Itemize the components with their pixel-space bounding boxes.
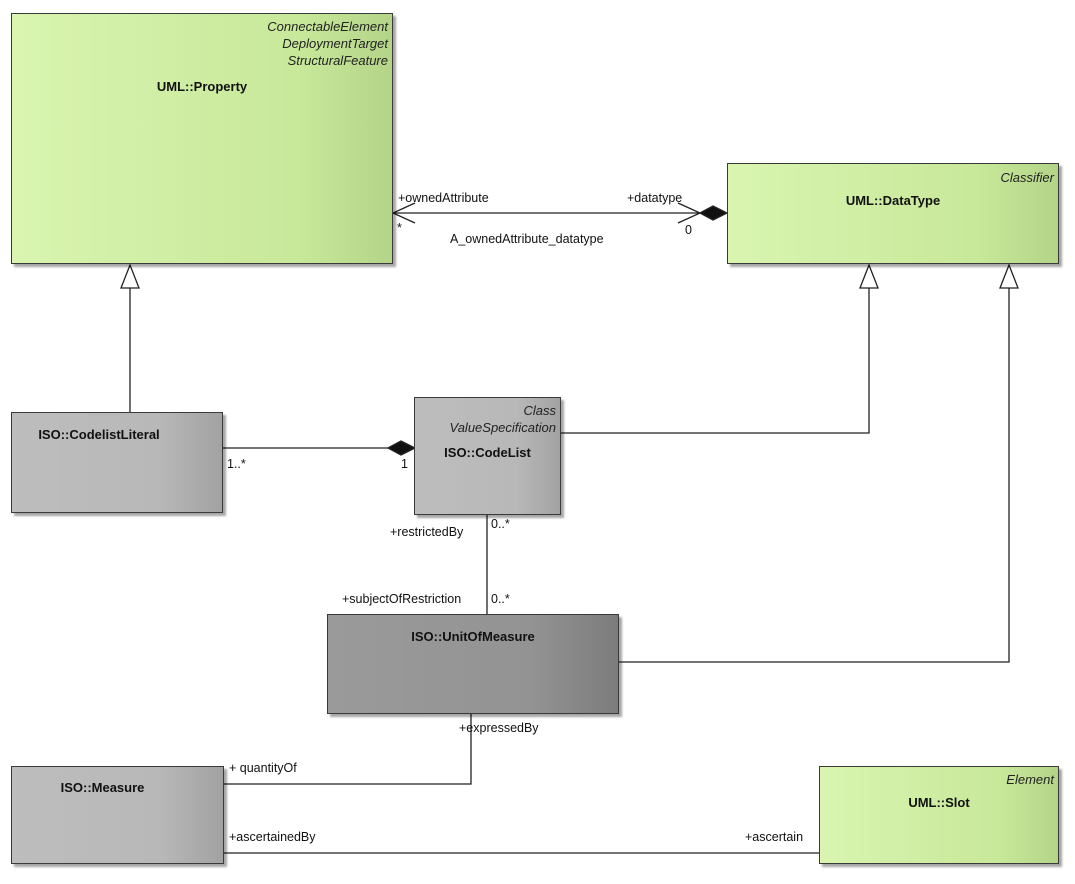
class-iso-codelistliteral[interactable]: ISO::CodelistLiteral xyxy=(11,412,223,513)
class-iso-measure[interactable]: ISO::Measure xyxy=(11,766,224,864)
stereotype-deployment-target: DeploymentTarget xyxy=(282,36,388,51)
stereotype-element: Element xyxy=(1006,772,1054,787)
association-name-label: A_ownedAttribute_datatype xyxy=(450,232,604,246)
multiplicity-subject-of-restriction: 0..* xyxy=(491,592,510,606)
class-name: ISO::CodeList xyxy=(444,445,531,460)
generalization-codelistliteral-property xyxy=(120,263,140,412)
class-iso-codelist[interactable]: Class ValueSpecification ISO::CodeList xyxy=(414,397,561,515)
stereotype-class: Class xyxy=(523,403,556,418)
role-quantity-of: + quantityOf xyxy=(229,761,297,775)
generalization-unitofmeasure-datatype xyxy=(618,263,1019,663)
class-uml-datatype[interactable]: Classifier UML::DataType xyxy=(727,163,1059,264)
stereotype-connectable-element: ConnectableElement xyxy=(267,19,388,34)
multiplicity-codelistliteral: 1..* xyxy=(227,457,246,471)
class-uml-property[interactable]: ConnectableElement DeploymentTarget Stru… xyxy=(11,13,393,264)
role-ascertained-by: +ascertainedBy xyxy=(229,830,316,844)
class-name: UML::Slot xyxy=(908,795,970,810)
class-name: ISO::CodelistLiteral xyxy=(38,427,160,442)
class-name: ISO::UnitOfMeasure xyxy=(411,629,535,644)
association-owned-attribute-datatype xyxy=(391,202,729,224)
multiplicity-codelist: 1 xyxy=(401,457,408,471)
role-ascertain: +ascertain xyxy=(745,830,803,844)
class-iso-unitofmeasure[interactable]: ISO::UnitOfMeasure xyxy=(327,614,619,714)
generalization-codelist-datatype xyxy=(560,263,879,434)
multiplicity-owned-attribute: * xyxy=(397,221,402,235)
association-unitofmeasure-measure xyxy=(224,713,472,785)
stereotype-classifier: Classifier xyxy=(1000,170,1054,185)
role-datatype: +datatype xyxy=(627,191,682,205)
class-name: ISO::Measure xyxy=(60,780,145,795)
class-name: UML::DataType xyxy=(845,193,941,208)
class-uml-slot[interactable]: Element UML::Slot xyxy=(819,766,1059,864)
role-restricted-by: +restrictedBy xyxy=(390,525,464,539)
multiplicity-restricted-by: 0..* xyxy=(491,517,510,531)
role-expressed-by: +expressedBy xyxy=(459,721,539,735)
stereotype-structural-feature: StructuralFeature xyxy=(287,53,388,68)
multiplicity-datatype: 0 xyxy=(685,223,692,237)
role-subject-of-restriction: +subjectOfRestriction xyxy=(342,592,461,606)
stereotype-value-specification: ValueSpecification xyxy=(449,420,556,435)
class-name: UML::Property xyxy=(156,79,248,94)
role-owned-attribute: +ownedAttribute xyxy=(398,191,489,205)
composition-codelistliteral-codelist xyxy=(222,440,417,456)
